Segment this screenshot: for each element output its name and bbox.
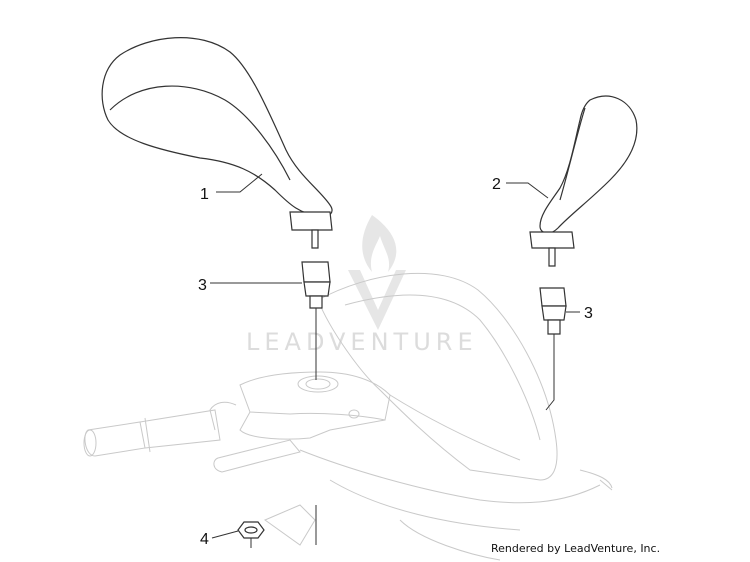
adapter-bolt-right	[539, 287, 567, 411]
leader-1	[216, 173, 263, 193]
render-credit: Rendered by LeadVenture, Inc.	[491, 542, 661, 555]
leadventure-logo-watermark	[348, 215, 406, 330]
nut	[237, 505, 317, 548]
callout-2: 2	[492, 176, 501, 193]
mirror-left	[101, 37, 333, 249]
scooter-body-outline	[83, 272, 613, 561]
callout-3-left: 3	[198, 277, 207, 294]
adapter-bolt-left	[301, 261, 331, 380]
callout-1: 1	[200, 186, 209, 203]
callout-4: 4	[200, 531, 209, 548]
watermark-text: LEADVENTURE	[246, 328, 478, 356]
callout-3-right: 3	[584, 305, 593, 322]
leader-2	[506, 182, 549, 199]
leader-4	[211, 530, 239, 539]
mirror-right	[529, 95, 638, 267]
